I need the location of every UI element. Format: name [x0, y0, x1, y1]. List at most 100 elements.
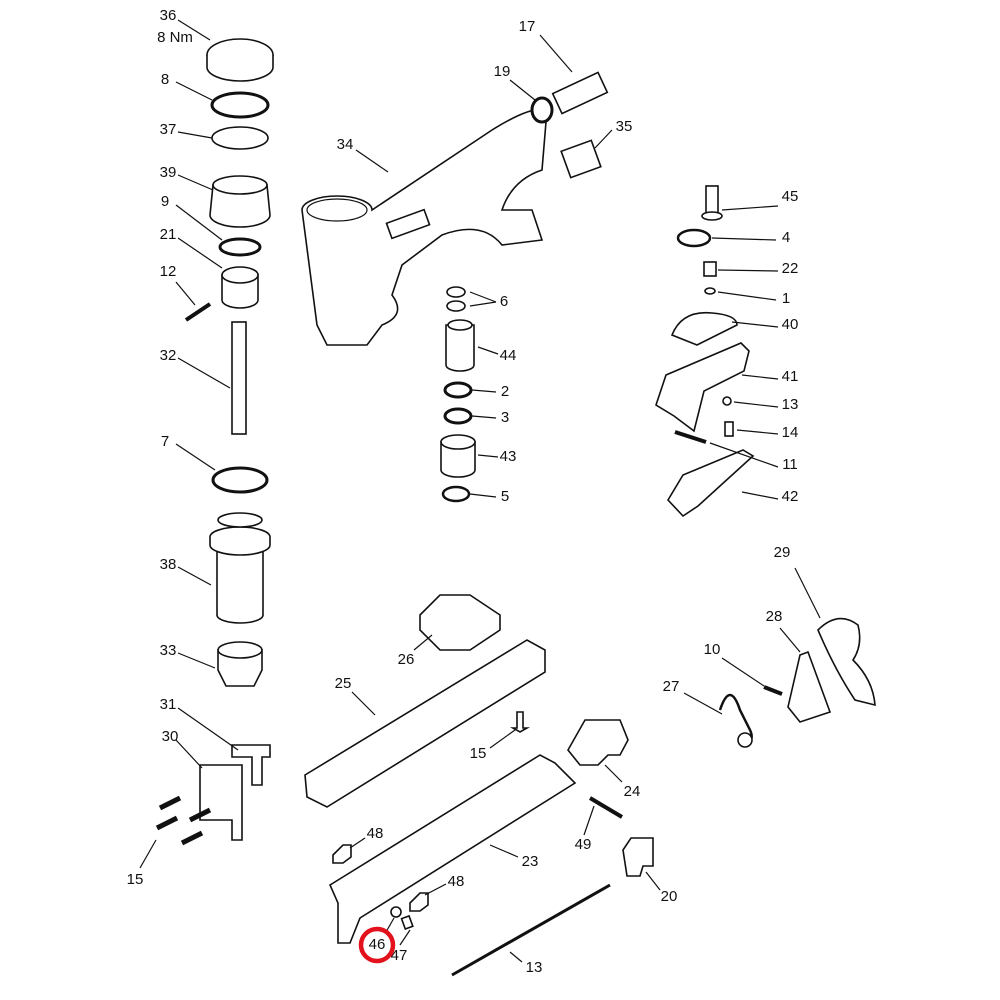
- part-48-latch-b[interactable]: [409, 892, 429, 912]
- label-32: 32: [160, 347, 177, 364]
- part-32-blade[interactable]: [231, 321, 247, 435]
- label-29: 29: [774, 544, 791, 561]
- part-1-oring[interactable]: [704, 287, 716, 295]
- part-5-oring[interactable]: [441, 485, 471, 503]
- part-20-clip[interactable]: [622, 837, 654, 877]
- label-9: 9: [161, 193, 169, 210]
- label-40: 40: [782, 316, 799, 333]
- part-46-nut[interactable]: [390, 906, 402, 918]
- label-12: 12: [160, 263, 177, 280]
- label-31: 31: [160, 696, 177, 713]
- label-23: 23: [522, 853, 539, 870]
- label-43: 43: [500, 448, 517, 465]
- label-2: 2: [501, 383, 509, 400]
- part-3-oring[interactable]: [443, 407, 473, 425]
- label-36: 36: [160, 7, 177, 24]
- part-15-screws[interactable]: [155, 795, 212, 846]
- part-41-trigger-housing[interactable]: [655, 342, 750, 433]
- label-27: 27: [663, 678, 680, 695]
- label-33: 33: [160, 642, 177, 659]
- label-4: 4: [782, 229, 790, 246]
- label-21: 21: [160, 226, 177, 243]
- part-45-stem[interactable]: [701, 185, 723, 221]
- part-49-pin[interactable]: [588, 796, 624, 819]
- part-37-plate[interactable]: [211, 126, 269, 150]
- label-49: 49: [575, 836, 592, 853]
- part-29-lever[interactable]: [817, 617, 876, 707]
- label-5: 5: [501, 488, 509, 505]
- label-17: 17: [519, 18, 536, 35]
- part-39-sleeve[interactable]: [209, 175, 271, 228]
- label-26: 26: [398, 651, 415, 668]
- label-3: 3: [501, 409, 509, 426]
- label-48-a: 48: [367, 825, 384, 842]
- label-24: 24: [624, 783, 641, 800]
- label-44: 44: [500, 347, 517, 364]
- part-22-seal[interactable]: [703, 261, 717, 277]
- part-17-fitting[interactable]: [551, 71, 609, 115]
- part-13-washer[interactable]: [722, 396, 732, 406]
- part-42-trigger[interactable]: [667, 449, 755, 518]
- part-33-bumper[interactable]: [217, 641, 263, 687]
- label-28: 28: [766, 608, 783, 625]
- part-9-oring[interactable]: [218, 237, 262, 257]
- label-19: 19: [494, 63, 511, 80]
- part-6-oring-a[interactable]: [446, 286, 466, 298]
- part-36-cap[interactable]: [206, 38, 274, 82]
- housing-opening: [306, 198, 368, 222]
- part-7-oring[interactable]: [211, 466, 269, 494]
- part-12-pin[interactable]: [184, 302, 212, 322]
- label-13-rod: 13: [526, 959, 543, 976]
- label-39: 39: [160, 164, 177, 181]
- label-1: 1: [782, 290, 790, 307]
- label-11: 11: [782, 456, 798, 473]
- label-22: 22: [782, 260, 799, 277]
- part-8-oring[interactable]: [210, 91, 270, 119]
- spring-coil: [737, 732, 753, 748]
- part-23-magazine[interactable]: [328, 754, 577, 944]
- label-45: 45: [782, 188, 799, 205]
- part-2-oring[interactable]: [443, 381, 473, 399]
- part-14-screw[interactable]: [724, 421, 734, 437]
- part-31-bracket[interactable]: [231, 744, 271, 786]
- part-6-oring-b[interactable]: [446, 300, 466, 312]
- part-30-plate[interactable]: [199, 764, 243, 841]
- housing-label-plate: [385, 208, 431, 240]
- label-14: 14: [782, 424, 799, 441]
- label-38: 38: [160, 556, 177, 573]
- leader-lines: [139, 19, 821, 963]
- label-46: 46: [369, 936, 386, 953]
- part-16-screw[interactable]: [509, 711, 531, 733]
- label-48-b: 48: [448, 873, 465, 890]
- part-26-block[interactable]: [419, 594, 501, 651]
- part-21-piston[interactable]: [221, 266, 259, 309]
- label-15: 15: [127, 871, 144, 888]
- part-35-filter[interactable]: [560, 139, 602, 179]
- part-48-latch-a[interactable]: [332, 844, 352, 864]
- part-43-valve-body[interactable]: [440, 434, 476, 478]
- label-25: 25: [335, 675, 352, 692]
- torque-note: 8 Nm: [157, 29, 193, 46]
- label-35: 35: [616, 118, 633, 135]
- part-28-link[interactable]: [787, 650, 832, 723]
- label-15-screw: 15: [470, 745, 487, 762]
- part-10-pin[interactable]: [763, 685, 783, 696]
- highlight-circle-46: [358, 926, 396, 964]
- part-4-oring[interactable]: [676, 228, 712, 248]
- label-41: 41: [782, 368, 799, 385]
- label-34: 34: [337, 136, 354, 153]
- label-47: 47: [391, 947, 408, 964]
- part-25-rail[interactable]: [304, 639, 546, 808]
- part-40-valve-cap[interactable]: [670, 311, 738, 346]
- label-13: 13: [782, 396, 799, 413]
- part-11-pin[interactable]: [674, 430, 707, 444]
- part-38-cylinder[interactable]: [209, 512, 271, 624]
- label-8: 8: [161, 71, 169, 88]
- part-18-rod[interactable]: [451, 883, 611, 977]
- part-44-valve[interactable]: [445, 319, 475, 372]
- label-42: 42: [782, 488, 799, 505]
- part-24-follower[interactable]: [567, 719, 629, 766]
- part-19-washer[interactable]: [530, 96, 554, 124]
- part-47-pin[interactable]: [400, 914, 414, 931]
